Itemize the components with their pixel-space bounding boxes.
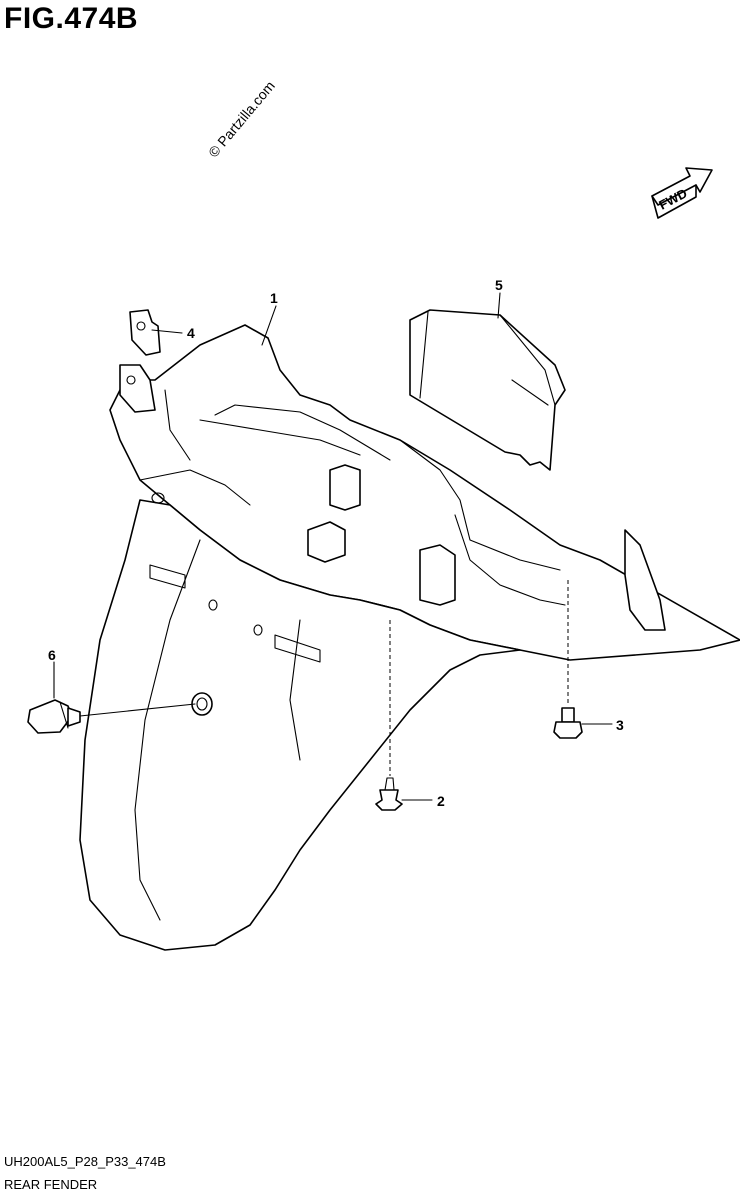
diagram-code: UH200AL5_P28_P33_474B — [4, 1154, 166, 1169]
part-6-reflector — [27, 699, 196, 734]
callout-leaders — [53, 292, 613, 801]
part-3-bolt — [553, 580, 583, 739]
callout-1: 1 — [270, 290, 278, 306]
part-1-rear-fender — [79, 324, 740, 951]
callout-5: 5 — [495, 277, 503, 293]
part-2-push-rivet — [375, 620, 403, 811]
callout-2: 2 — [437, 793, 445, 809]
part-4-clip — [129, 309, 161, 356]
fwd-label: FWD — [656, 186, 689, 213]
callout-6: 6 — [48, 647, 56, 663]
fwd-arrow-icon: FWD — [651, 167, 713, 219]
callout-4: 4 — [187, 325, 195, 341]
figure-title: FIG.474B — [4, 2, 139, 35]
part-5-panel — [409, 309, 566, 471]
diagram-name: REAR FENDER — [4, 1177, 98, 1192]
callout-3: 3 — [616, 717, 624, 733]
